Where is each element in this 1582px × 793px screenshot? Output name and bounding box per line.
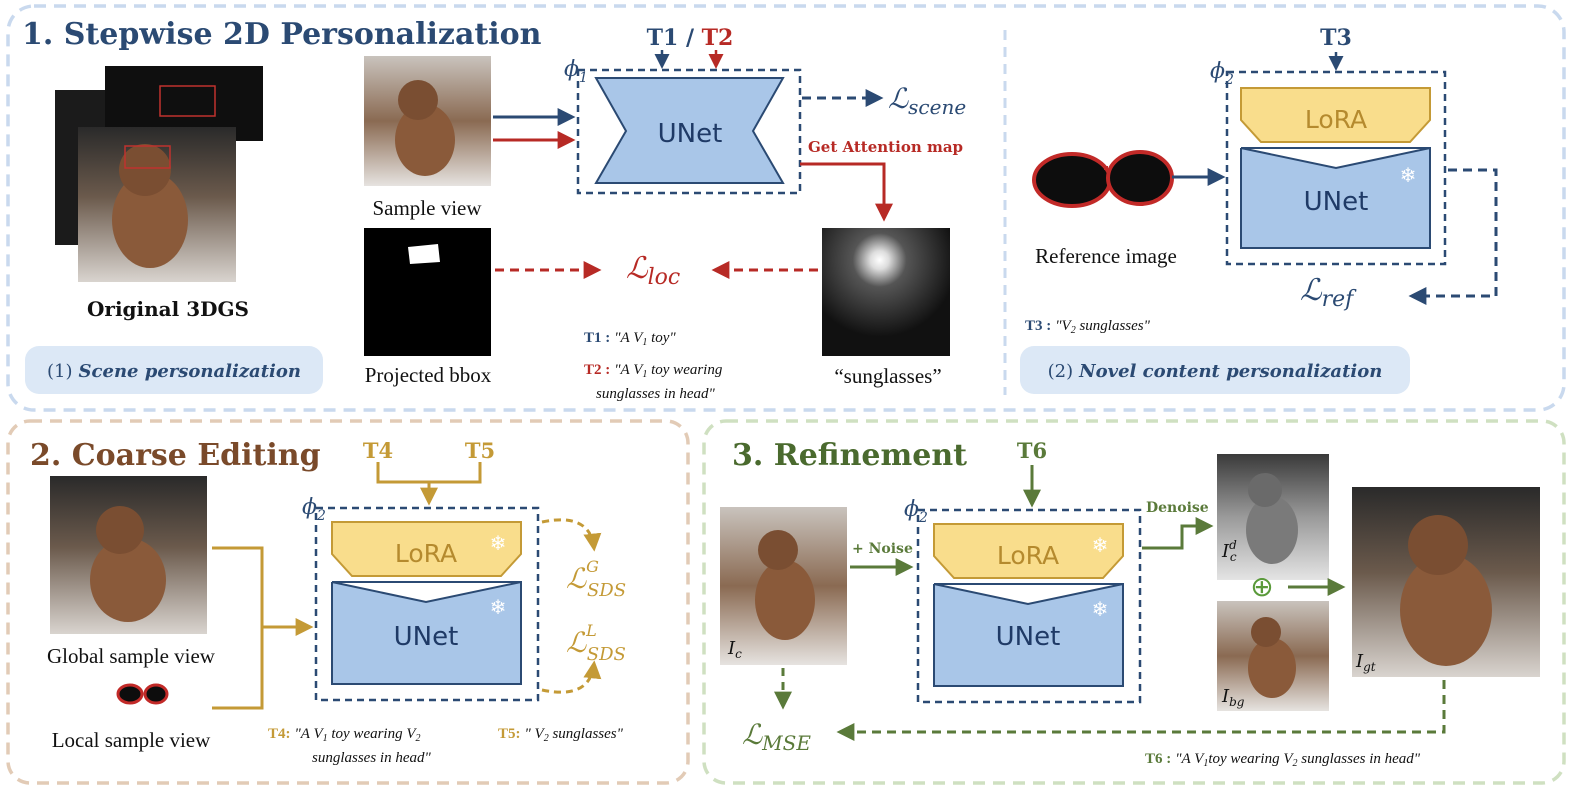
t4-t5-join [376,462,482,502]
phi2-box-panel1 [1225,70,1447,266]
t4-definition: T4:"A V1 toy wearing V2 [268,726,421,744]
ibg-image [1217,601,1329,711]
sunglasses-map-label: “sunglasses” [834,364,941,388]
panel1-title: 1. Stepwise 2D Personalization [22,17,542,52]
scene-personalization-tag-text: (1)Scene personalization [47,361,301,382]
phi2-label-panel1: ϕ2 [1210,59,1234,88]
panel-stepwise-personalization [6,4,1566,412]
sunglasses-reference-image [1032,150,1174,208]
ref-loss-arrow [1408,168,1498,305]
sds-local-arrow [541,660,602,694]
unet-shape-panel1 [1240,147,1431,249]
lora-snowflake-icon-panel3: ❄ [1092,533,1109,557]
attention-map-label: Get Attention map [808,138,963,156]
lora-shape-panel3 [933,523,1124,579]
loss-mse: ℒMSE [742,718,811,755]
local-sample-view-image [116,683,169,705]
unet-label-panel1: UNet [1304,187,1369,217]
denoise-arrow [1142,517,1214,550]
unet1-shape [594,77,785,184]
novel-content-tag [1020,346,1410,394]
igt-label: Igt [1355,651,1376,674]
phi1-label: ϕ1 [564,57,588,86]
oplus-icon: ⊕ [1250,570,1273,603]
ic-label: Ic [727,638,742,661]
t2-definition: T2 :"A V1 toy wearing [584,362,723,380]
unet-shape-panel2 [331,581,522,685]
panel-refinement [702,419,1566,785]
lora-snowflake-icon-panel2: ❄ [490,531,507,555]
t6-definition: T6 :"A V1toy wearing V2 sunglasses in he… [1145,751,1421,769]
phi1-box [576,68,802,195]
projected-bbox-label: Projected bbox [365,363,492,387]
ic-image [720,507,847,665]
noise-label: + Noise [852,541,913,557]
t1-definition: T1 :"A V1 toy" [584,330,676,348]
global-to-merge-line [212,546,264,710]
t3-top: T3 [1320,25,1352,51]
reference-image-label: Reference image [1035,244,1177,268]
sample-view-image [364,56,491,186]
attention-map-image [822,228,950,356]
original-3dgs-label: Original 3DGS [87,297,249,321]
t4-top: T4 [363,438,393,463]
loss-loc: ℒloc [626,251,680,290]
t2-definition-line2: sunglasses in head" [596,386,716,402]
lora-label-panel3: LoRA [997,541,1059,570]
panel3-title: 3. Refinement [732,438,967,473]
projected-bbox-mask [408,244,440,264]
t5-definition: T5:" V2 sunglasses" [498,726,624,744]
panel-coarse-editing [6,419,690,785]
lora-label-panel2: LoRA [395,539,457,568]
phi2-label-panel3: ϕ2 [904,497,928,526]
phi2-box-panel2 [314,506,540,702]
unet-label-panel2: UNet [394,622,459,652]
icd-image [1217,454,1329,580]
ibg-label: Ibg [1221,686,1245,709]
local-sample-view-label: Local sample view [52,728,211,752]
unet-snowflake-icon-panel2: ❄ [490,595,507,619]
t5-top: T5 [465,438,495,463]
global-sample-view-image [50,476,207,634]
loss-ref: ℒref [1300,273,1357,312]
phi2-label-panel2: ϕ2 [302,495,326,524]
lora-label-panel1: LoRA [1305,105,1367,134]
unet-shape-panel3 [933,583,1124,687]
sds-global-arrow [541,518,602,552]
t3-definition: T3 :"V2 sunglasses" [1025,318,1151,336]
loss-scene: ℒscene [888,82,966,119]
t1-t2-prompt-top: T1 / T2 [647,25,734,51]
unet-snowflake-icon-panel3: ❄ [1092,597,1109,621]
lora-shape-panel1 [1240,87,1431,143]
unet-label-panel3: UNet [996,622,1061,652]
t4-definition-line2: sunglasses in head" [312,750,432,766]
unet1-label: UNet [658,119,723,149]
attention-arrow [800,162,893,222]
sample-view-label: Sample view [372,196,482,220]
phi2-box-panel3 [916,508,1142,704]
denoise-label: Denoise [1146,500,1209,516]
panel2-title: 2. Coarse Editing [30,438,321,473]
global-sample-view-label: Global sample view [47,644,216,668]
t6-top: T6 [1017,438,1047,463]
scene-personalization-tag [25,346,323,394]
igt-image [1352,487,1540,677]
novel-content-tag-text: (2)Novel content personalization [1048,361,1383,382]
frozen-snowflake-icon: ❄ [1400,163,1417,187]
original-3dgs-stack [55,66,263,282]
igt-to-mse-arrow [836,680,1446,741]
lora-shape-panel2 [331,521,522,577]
